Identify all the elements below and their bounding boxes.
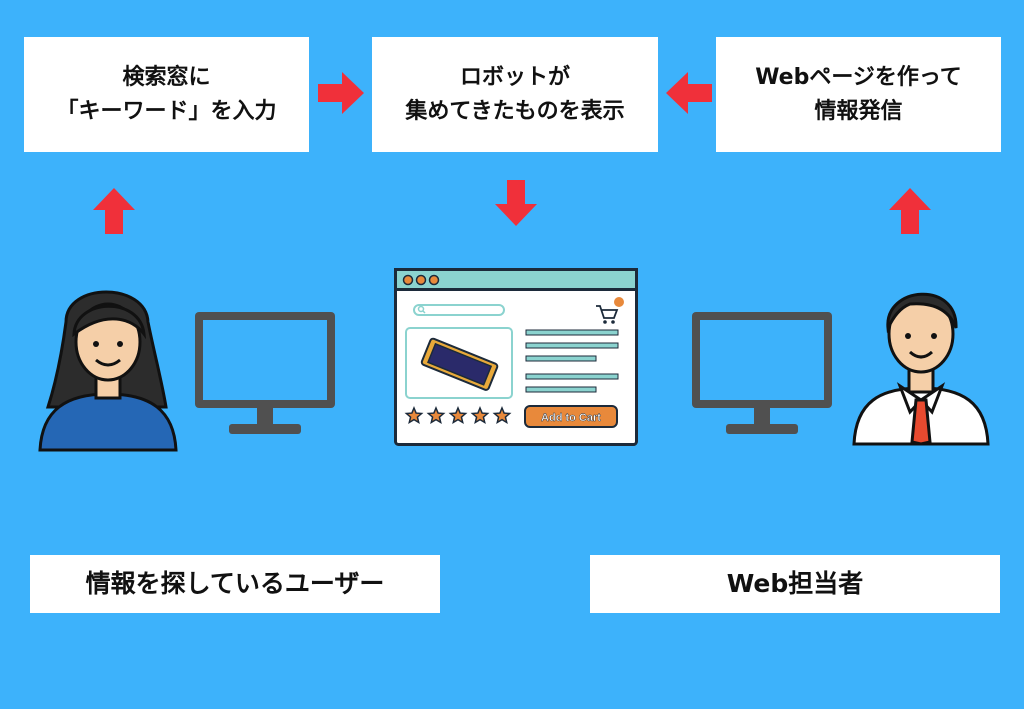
woman-user-illustration — [38, 290, 178, 452]
arrow-up-icon — [93, 188, 135, 234]
search-box-line1: 検索窓に — [122, 64, 211, 90]
search-bar — [413, 304, 505, 316]
man-web-manager-illustration — [852, 292, 990, 446]
searching-user-text: 情報を探しているユーザー — [85, 569, 385, 598]
web-box-line2: 情報発信 — [814, 98, 903, 124]
arrow-up-icon — [889, 188, 931, 234]
star-icon — [448, 406, 468, 425]
product-page-window: Add to Cart — [394, 268, 638, 446]
robot-display-box: ロボットが 集めてきたものを表示 — [372, 37, 658, 152]
add-to-cart-button — [524, 405, 618, 428]
star-icon — [426, 406, 446, 425]
webpage-publish-box: Webページを作って 情報発信 — [716, 37, 1001, 152]
web-box-line1: Webページを作って — [755, 64, 962, 90]
star-icon — [404, 406, 424, 425]
product-description-lines — [525, 329, 619, 393]
monitor-icon — [692, 312, 832, 434]
arrow-left-icon — [666, 72, 712, 114]
search-keyword-box: 検索窓に 「キーワード」を入力 — [24, 37, 309, 152]
add-to-cart-label: Add to Cart — [541, 412, 601, 424]
arrow-right-icon — [318, 72, 364, 114]
cart-icon — [596, 305, 619, 324]
web-manager-label: Web担当者 — [590, 555, 1000, 613]
star-icon — [492, 406, 512, 425]
search-box-line2: 「キーワード」を入力 — [56, 98, 277, 124]
web-manager-text: Web担当者 — [726, 569, 864, 598]
searching-user-label: 情報を探しているユーザー — [30, 555, 440, 613]
robot-box-line2: 集めてきたものを表示 — [405, 98, 625, 124]
rating-stars — [404, 406, 512, 425]
cart-badge — [614, 297, 624, 307]
monitor-icon — [195, 312, 335, 434]
star-icon — [470, 406, 490, 425]
robot-box-line1: ロボットが — [459, 64, 570, 90]
phone-product-image — [420, 337, 499, 391]
arrow-down-icon — [495, 180, 537, 226]
search-icon — [417, 305, 426, 314]
